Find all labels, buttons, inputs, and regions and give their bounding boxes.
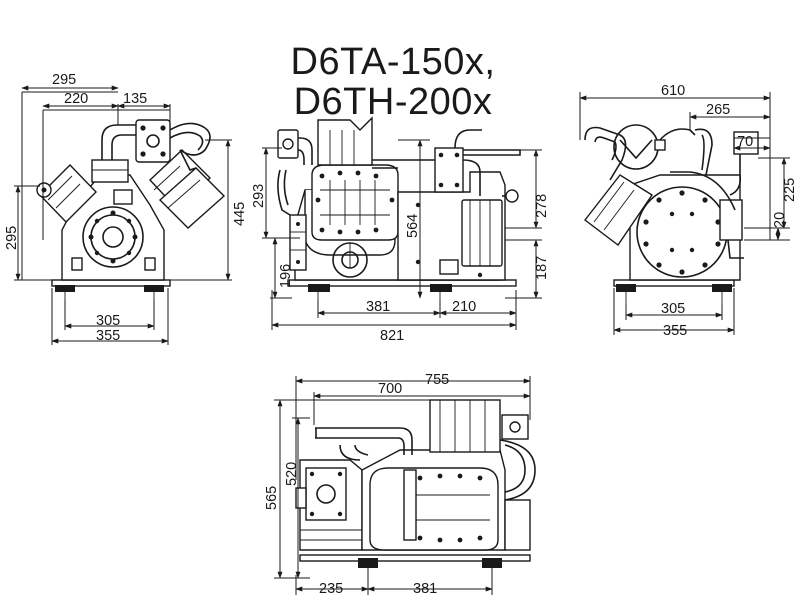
front-height-left-label: 295 (4, 226, 20, 250)
side-height-right-label: 278 (534, 194, 550, 218)
side-view-cylinder-heads (311, 164, 399, 241)
title-line-2: D6TH-200x (293, 81, 493, 123)
side-length-feet-label: 381 (366, 299, 390, 315)
rear-height-small-label: 20 (772, 212, 788, 228)
top-view-dimensions: 755 700 565 520 235 381 (264, 372, 531, 597)
front-width-total-label: 295 (52, 72, 76, 88)
top-view-motor-and-piping (315, 399, 536, 551)
rear-width-right-label: 265 (706, 102, 730, 118)
side-length-rear-label: 210 (452, 299, 476, 315)
rear-view-body (629, 174, 741, 281)
rear-view: 610 265 70 225 20 305 355 (579, 83, 798, 339)
rear-feet-inner-label: 305 (661, 301, 685, 317)
side-view-motor (397, 147, 519, 281)
side-view: 293 196 564 278 187 381 210 821 (251, 116, 550, 344)
top-view-cylinder-block (361, 449, 506, 551)
front-width-flange-label: 135 (123, 91, 147, 107)
front-view-manifold (91, 119, 211, 205)
side-height-top-label: 293 (251, 184, 267, 208)
rear-width-small-label: 70 (737, 134, 753, 150)
side-height-right-lower-label: 187 (534, 256, 550, 280)
top-view-base (299, 554, 531, 568)
top-length-total-label: 755 (425, 372, 449, 388)
rear-view-dimensions: 610 265 70 225 20 305 355 (579, 83, 798, 339)
rear-height-right-label: 225 (782, 178, 798, 202)
side-view-dimensions: 293 196 564 278 187 381 210 821 (251, 139, 550, 344)
top-height-total-label: 565 (264, 486, 280, 510)
front-height-total-label: 445 (232, 202, 248, 226)
side-view-base (287, 279, 517, 300)
side-length-total-label: 821 (380, 328, 404, 344)
title-line-1: D6TA-150x, (290, 41, 496, 83)
rear-width-total-label: 610 (661, 83, 685, 99)
front-view-cylinder-banks (36, 149, 226, 229)
top-length-front-label: 235 (319, 581, 343, 597)
side-height-mid-label: 564 (405, 214, 421, 238)
front-feet-outer-label: 355 (96, 328, 120, 344)
front-feet-inner-label: 305 (96, 313, 120, 329)
top-height-inner-label: 520 (284, 462, 300, 486)
top-length-feet-label: 381 (413, 581, 437, 597)
top-view: 755 700 565 520 235 381 (264, 372, 536, 597)
rear-view-cylinder-bank (584, 174, 744, 259)
rear-feet-outer-label: 355 (663, 323, 687, 339)
side-view-piping (277, 116, 521, 216)
top-view-pump-end (295, 459, 363, 551)
front-width-upper-label: 220 (64, 91, 88, 107)
front-view-dimensions: 295 220 135 295 445 305 355 (4, 72, 248, 345)
top-length-mid-label: 700 (378, 381, 402, 397)
front-view-base (51, 279, 171, 300)
front-view: 295 220 135 295 445 305 355 (4, 72, 248, 345)
side-height-bottom-label: 196 (278, 264, 294, 288)
